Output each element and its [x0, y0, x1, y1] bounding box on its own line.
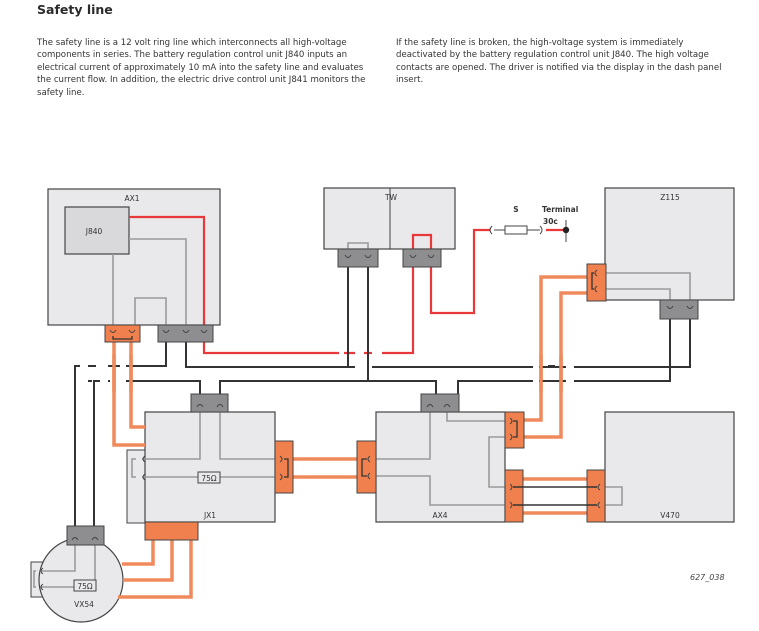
connector-jx1-bottom — [144, 521, 199, 541]
connector-v470 — [586, 469, 606, 523]
connector-jx1-right — [274, 440, 294, 494]
component-ax1: AX1 J840 — [47, 188, 221, 326]
breakage-paragraph: If the safety line is broken, the high-v… — [396, 38, 722, 86]
v470-label: V470 — [660, 511, 680, 520]
component-z115: Z115 — [604, 187, 735, 301]
connector-vx54 — [66, 525, 105, 546]
terminal-label: Terminal — [542, 205, 578, 214]
component-ax4: AX4 — [375, 411, 506, 523]
component-jx1: JX1 — [126, 411, 276, 524]
resistor-vx54-label: 75Ω — [77, 582, 93, 591]
connector-tw-right — [402, 248, 442, 268]
connector-z115-orange — [586, 263, 607, 302]
figure-number: 627_038 — [690, 573, 725, 582]
red-wires — [129, 215, 566, 355]
resistor-vx54: 75Ω — [73, 579, 97, 592]
connector-ax4-right-lower — [504, 469, 524, 523]
connector-ax1-orange — [104, 324, 141, 343]
page-title: Safety line — [37, 2, 113, 17]
z115-label: Z115 — [660, 193, 680, 202]
component-j840 — [64, 206, 130, 255]
connector-jx1-top — [190, 393, 229, 413]
fuse-label: S — [513, 205, 518, 214]
ax1-label: AX1 — [124, 194, 139, 203]
component-tw: TW — [323, 187, 456, 250]
fuse-s: S — [489, 205, 543, 235]
ax4-label: AX4 — [432, 511, 447, 520]
jx1-label: JX1 — [203, 511, 216, 520]
connector-ax4-top — [420, 393, 460, 413]
connector-ax4-left — [356, 440, 377, 494]
connector-z115-grey — [659, 299, 699, 320]
crossing-gaps — [100, 348, 574, 385]
terminal-number: 30c — [543, 217, 558, 226]
terminal-30c: Terminal 30c — [542, 205, 578, 242]
connector-ax1-grey — [157, 324, 214, 343]
connector-ax4-right-upper — [504, 411, 525, 449]
dark-wires — [74, 267, 691, 526]
resistor-jx1: 75Ω — [197, 471, 221, 484]
resistor-jx1-label: 75Ω — [201, 474, 217, 483]
component-v470: V470 — [604, 411, 735, 523]
connector-tw-left — [337, 248, 379, 268]
vx54-label: VX54 — [74, 600, 94, 609]
j840-label: J840 — [85, 227, 103, 236]
tw-label: TW — [384, 193, 398, 202]
intro-paragraph: The safety line is a 12 volt ring line w… — [37, 38, 366, 98]
